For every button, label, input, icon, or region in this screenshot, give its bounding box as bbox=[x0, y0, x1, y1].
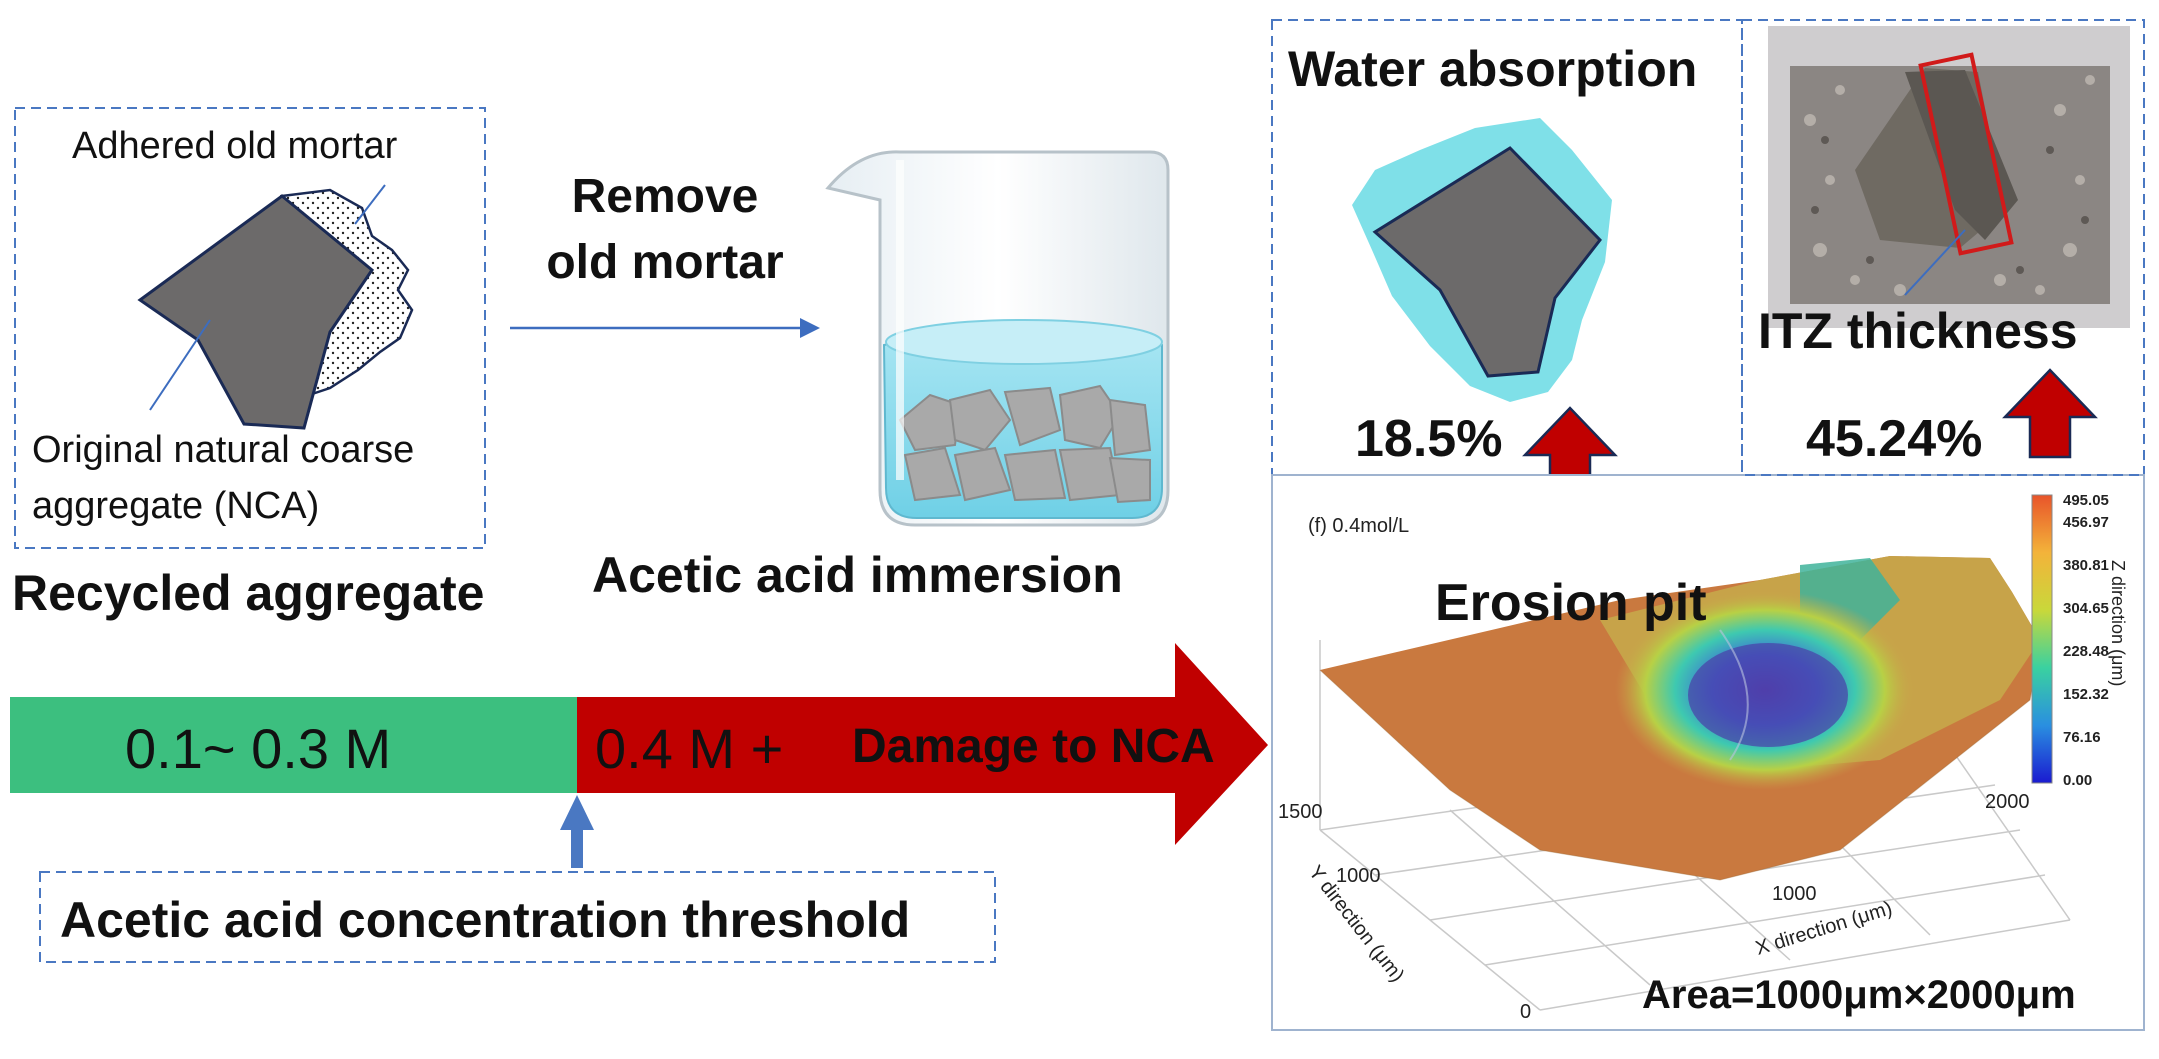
cbar-tick-5: 152.32 bbox=[2063, 686, 2109, 703]
x-tick-2000: 2000 bbox=[1985, 791, 2030, 813]
colorbar bbox=[2031, 494, 2053, 784]
cbar-tick-7: 0.00 bbox=[2063, 772, 2092, 789]
y-tick-1500: 1500 bbox=[1278, 801, 1323, 823]
low-concentration-band bbox=[10, 697, 577, 793]
nca-label-line1: Original natural coarse bbox=[32, 429, 414, 471]
wet-aggregate-shape bbox=[1372, 146, 1602, 378]
erosion-pit-label: Erosion pit bbox=[1435, 574, 1707, 632]
y-tick-0: 0 bbox=[1520, 1001, 1531, 1023]
nca-label-line2: aggregate (NCA) bbox=[32, 485, 319, 527]
recycled-aggregate-title: Recycled aggregate bbox=[12, 565, 484, 621]
itz-value: 45.24% bbox=[1806, 410, 1982, 468]
threshold-frame bbox=[39, 871, 996, 963]
cbar-tick-2: 380.81 bbox=[2063, 557, 2109, 574]
natural-aggregate-shape bbox=[137, 194, 375, 430]
colorbar-title: Z direction (μm) bbox=[2108, 560, 2128, 686]
itz-increase-arrow bbox=[2002, 368, 2098, 459]
x-tick-1000: 1000 bbox=[1772, 883, 1817, 905]
beaker-icon bbox=[825, 150, 1170, 527]
panel-label: (f) 0.4mol/L bbox=[1308, 515, 1409, 537]
cbar-tick-4: 228.48 bbox=[2063, 643, 2109, 660]
area-label: Area=1000μm×2000μm bbox=[1642, 973, 2076, 1017]
adhered-leader-line bbox=[354, 184, 386, 225]
cbar-tick-6: 76.16 bbox=[2063, 729, 2101, 746]
cbar-tick-1: 456.97 bbox=[2063, 514, 2109, 531]
remove-label-line2: old mortar bbox=[546, 236, 783, 289]
itz-photo bbox=[1768, 26, 2130, 328]
nca-leader-line bbox=[149, 319, 211, 411]
cbar-tick-0: 495.05 bbox=[2063, 492, 2109, 509]
water-absorption-title: Water absorption bbox=[1288, 41, 1697, 97]
recycled-aggregate-frame bbox=[14, 107, 486, 549]
erosion-surface bbox=[1319, 556, 2041, 881]
cbar-tick-3: 304.65 bbox=[2063, 600, 2109, 617]
damage-arrow bbox=[577, 643, 1268, 845]
y-tick-1000: 1000 bbox=[1336, 865, 1381, 887]
remove-label-line1: Remove bbox=[572, 170, 759, 223]
itz-title: ITZ thickness bbox=[1758, 303, 2078, 359]
high-concentration-label: 0.4 M + bbox=[595, 717, 783, 780]
adhered-mortar-label: Adhered old mortar bbox=[72, 125, 398, 167]
water-absorption-value: 18.5% bbox=[1355, 410, 1502, 468]
acetic-immersion-label: Acetic acid immersion bbox=[592, 547, 1123, 603]
threshold-arrow-head bbox=[560, 795, 594, 830]
low-concentration-label: 0.1~ 0.3 M bbox=[125, 717, 391, 780]
process-arrow-head bbox=[800, 318, 820, 338]
threshold-label: Acetic acid concentration threshold bbox=[60, 892, 910, 948]
damage-label: Damage to NCA bbox=[852, 720, 1215, 773]
